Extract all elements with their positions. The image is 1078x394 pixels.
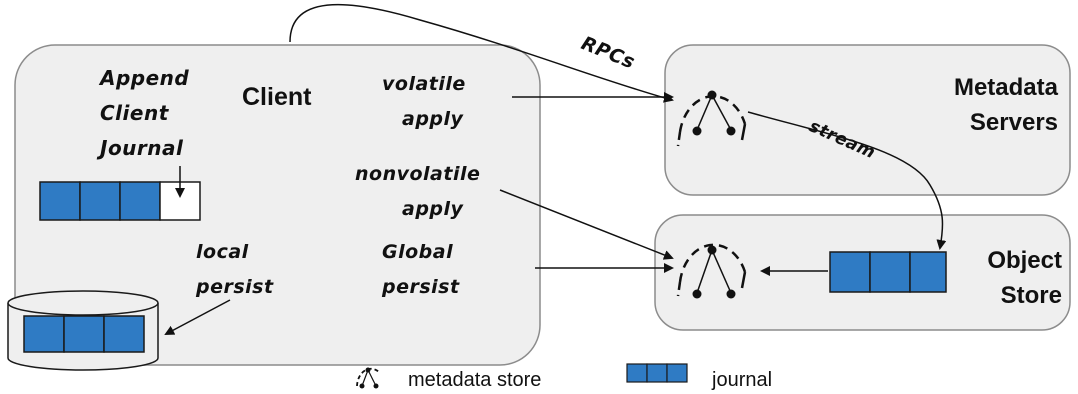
metadata-store-icon <box>676 243 747 299</box>
local-disk-icon <box>7 290 159 371</box>
append-label-line1: Append <box>98 66 189 90</box>
local-persist-line1: local <box>196 241 249 263</box>
volatile-label-line2: apply <box>402 108 465 130</box>
metadata-servers-label-line2: Servers <box>970 109 1058 136</box>
nonvolatile-label-line1: nonvolatile <box>355 163 480 185</box>
global-persist-line2: persist <box>381 276 460 298</box>
legend-metadata-store-label: metadata store <box>408 369 541 391</box>
nonvolatile-label-line2: apply <box>402 198 465 220</box>
metadata-servers-label-line1: Metadata <box>954 74 1059 101</box>
legend-journal-icon <box>626 363 688 383</box>
local-persist-arrow <box>164 299 231 335</box>
disk-journal-cell <box>63 315 105 353</box>
object-journal-cell <box>869 251 911 293</box>
legend: metadata store journal <box>356 363 772 391</box>
legend-journal-label: journal <box>711 369 772 391</box>
volatile-label-line1: volatile <box>382 73 466 95</box>
global-persist-line1: Global <box>382 241 453 263</box>
disk-journal-cell <box>103 315 145 353</box>
rpcs-arrow <box>289 3 674 103</box>
append-label-line2: Client <box>100 101 170 125</box>
client-journal-cell <box>79 181 121 221</box>
client-journal <box>39 181 201 221</box>
metadata-servers-box <box>664 44 1071 196</box>
object-store-journal <box>829 251 947 293</box>
append-label-line3: Journal <box>96 136 184 160</box>
legend-metadata-store-icon <box>356 367 381 389</box>
disk-journal-cell <box>23 315 65 353</box>
client-journal-cell <box>39 181 81 221</box>
client-box <box>14 44 541 366</box>
object-store-label-line2: Store <box>1001 282 1062 309</box>
nonvolatile-apply-arrow <box>499 189 674 260</box>
client-title: Client <box>242 83 312 111</box>
client-journal-cell <box>119 181 161 221</box>
rpcs-label: RPCs <box>578 32 638 73</box>
object-journal-cell <box>829 251 871 293</box>
object-journal-cell <box>909 251 947 293</box>
metadata-store-icon <box>676 90 747 147</box>
stream-arrow <box>747 111 947 250</box>
object-store-label-line1: Object <box>987 247 1062 274</box>
local-persist-line2: persist <box>195 276 274 298</box>
